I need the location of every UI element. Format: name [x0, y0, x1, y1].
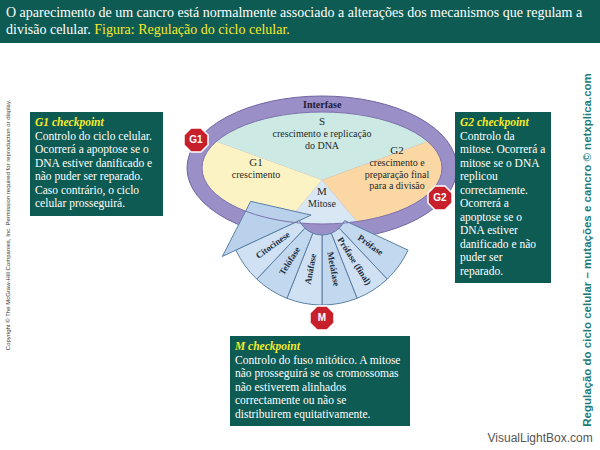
title-banner: O aparecimento de um cancro está normalm… [0, 0, 600, 43]
phase-sector [155, 180, 489, 440]
mitosis-phase-label: Anáfase [303, 253, 319, 285]
stop-sign: G1 [183, 127, 209, 153]
node-heading: G2 [360, 144, 434, 157]
caption-text: Figura: Regulação do ciclo celular. [94, 22, 290, 37]
phase-label-area: MMitose [292, 185, 352, 210]
octagon-shape [310, 306, 334, 330]
node-body: crescimento e preparação final para a di… [360, 157, 434, 192]
node-heading: S [272, 115, 372, 128]
node-heading: M checkpoint [235, 340, 405, 354]
node-heading: G1 [225, 156, 287, 169]
phase-label-area: Screscimento e replicação do DNA [272, 115, 372, 151]
node-heading: G1 checkpoint [35, 116, 158, 130]
octagon-shape [184, 128, 208, 152]
stop-sign: M [309, 305, 335, 331]
checkpoint-box: M checkpointControlo do fuso mitótico. A… [230, 336, 410, 426]
node-body: crescimento e replicação do DNA [272, 128, 372, 151]
octagon-shape [428, 186, 452, 210]
mitosis-phase-wedge [236, 221, 305, 280]
node-heading: G1 [183, 127, 209, 153]
copyright-note: Copyright © The McGraw-Hill Companies, I… [5, 100, 11, 350]
stop-sign: G2 [427, 185, 453, 211]
side-watermark: Regulação do ciclo celular – mutações e … [581, 73, 593, 427]
watermark: VisualLightBox.com [488, 431, 593, 445]
phase-label-area: G2crescimento e preparação final para a … [360, 144, 434, 192]
node-body: Controlo do fuso mitótico. A mitose não … [235, 354, 405, 422]
node-heading: M [292, 185, 352, 198]
node-heading: G2 [427, 185, 453, 211]
mitosis-phase-label: Metáfase [325, 251, 341, 287]
phase-label-area: G1crescimento [225, 156, 287, 181]
node-body: Mitose [292, 198, 352, 210]
node-heading: G2 checkpoint [460, 116, 546, 130]
node-body: crescimento [225, 169, 287, 181]
inner-outline [202, 112, 442, 224]
node-body: Controlo da mitose. Ocorrerá a mitose se… [460, 130, 546, 279]
mitosis-phase-label: Telófase [277, 245, 302, 277]
mitosis-phase-label: Prófase [356, 233, 385, 258]
node-heading: M [309, 305, 335, 331]
ring-label: Interfase [303, 99, 341, 110]
node-body: Controlo do ciclo celular. Ocorrerá a ap… [35, 130, 158, 211]
title-text: O aparecimento de um cancro está normalm… [6, 5, 582, 37]
checkpoint-box: G2 checkpointControlo da mitose. Ocorrer… [455, 112, 551, 283]
checkpoint-box: G1 checkpointControlo do ciclo celular. … [30, 112, 163, 216]
phase-sectors [62, 0, 582, 440]
